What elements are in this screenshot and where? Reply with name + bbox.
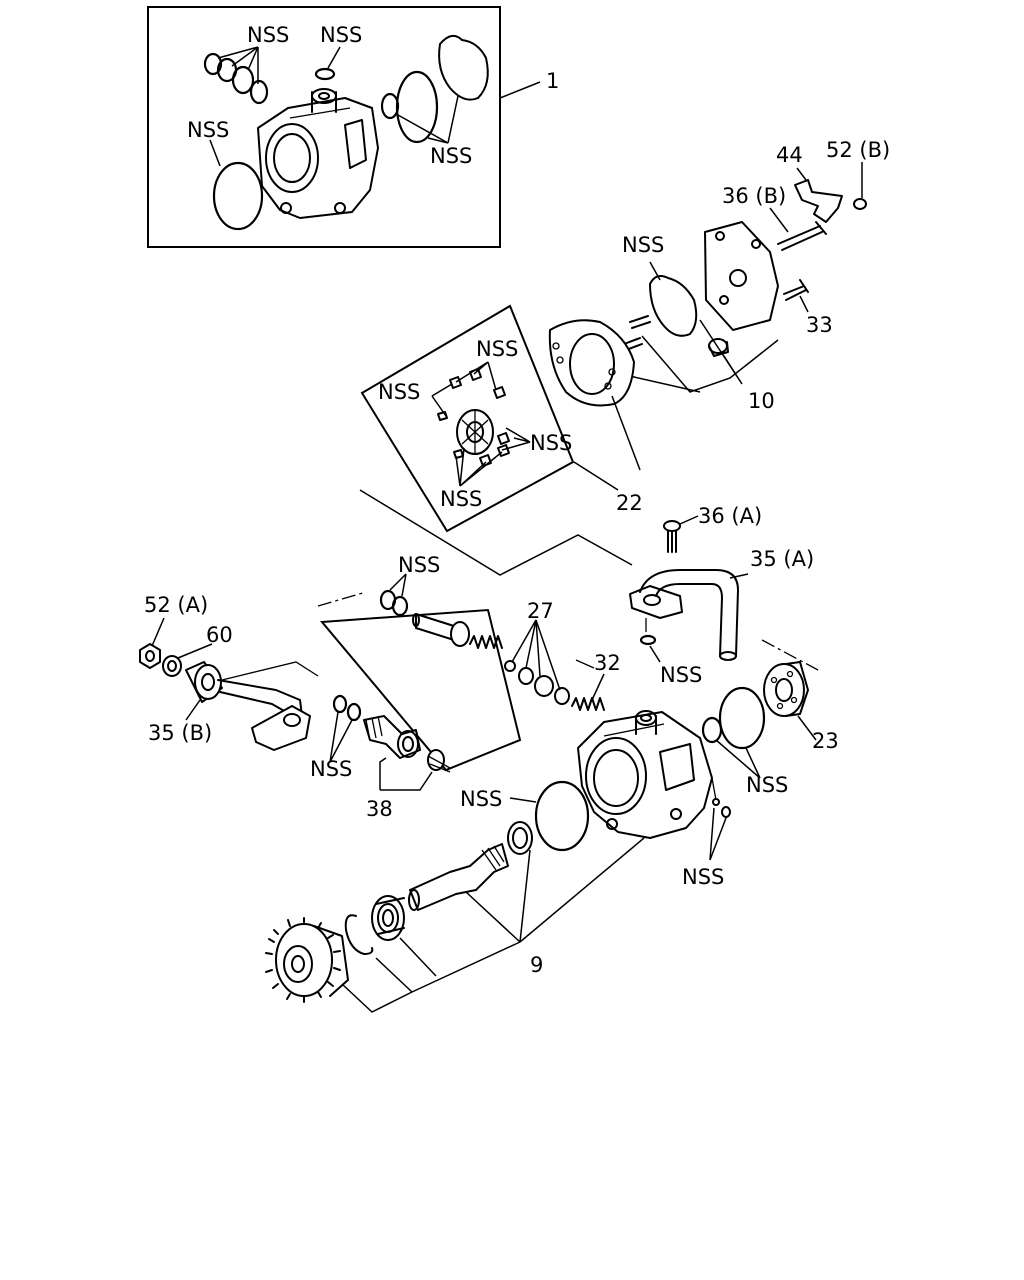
callout-22: 22 — [616, 491, 643, 515]
callout-nss: NSS — [746, 773, 788, 797]
callout-nss: NSS — [247, 23, 289, 47]
o-ring — [346, 702, 362, 722]
seal-ring — [212, 161, 264, 231]
o-ring — [701, 716, 723, 744]
callout-nss: NSS — [530, 431, 572, 455]
callout-33: 33 — [806, 313, 833, 337]
callout-52b: 52 (B) — [826, 138, 890, 162]
o-ring — [231, 65, 255, 95]
callout-10: 10 — [748, 389, 775, 413]
cover-gasket — [649, 275, 698, 337]
callout-35b: 35 (B) — [148, 721, 212, 745]
callout-36a: 36 (A) — [698, 504, 762, 528]
flange-23 — [763, 663, 805, 717]
rotor — [437, 368, 510, 467]
fitting-38 — [363, 715, 451, 773]
pump-assembly-box — [147, 6, 541, 248]
callout-nss: NSS — [430, 144, 472, 168]
banjo-35b — [194, 664, 222, 700]
nut-52b — [853, 198, 867, 210]
main-pump-body — [577, 710, 731, 861]
callout-nss: NSS — [378, 380, 420, 404]
callout-nss: NSS — [310, 757, 352, 781]
drive-gear — [265, 917, 349, 1003]
snap-ring — [344, 914, 374, 955]
callout-60: 60 — [206, 623, 233, 647]
rear-flange-group — [701, 639, 819, 779]
callout-32: 32 — [594, 651, 621, 675]
callout-23: 23 — [812, 729, 839, 753]
inlet-fitting-group — [139, 617, 362, 763]
connector-line — [575, 659, 595, 669]
pump-cover-group — [611, 162, 867, 393]
shaft — [409, 843, 509, 911]
callout-nss: NSS — [476, 337, 518, 361]
o-ring — [314, 67, 336, 81]
callout-36b: 36 (B) — [722, 184, 786, 208]
assembly-frame — [147, 6, 501, 248]
callout-38: 38 — [366, 797, 393, 821]
callout-44: 44 — [776, 143, 803, 167]
callout-35a: 35 (A) — [750, 547, 814, 571]
o-ring — [380, 92, 400, 120]
callout-nss: NSS — [622, 233, 664, 257]
callout-nss: NSS — [660, 663, 702, 687]
callout-nss: NSS — [320, 23, 362, 47]
pump-body-drawing — [257, 88, 379, 219]
tube-flange — [629, 585, 683, 619]
callout-27: 27 — [527, 599, 554, 623]
bracket-44 — [794, 179, 843, 223]
o-ring — [391, 595, 409, 617]
nut-52a — [139, 643, 161, 669]
o-ring — [249, 79, 269, 105]
rotor-frame — [360, 304, 575, 533]
callout-nss: NSS — [460, 787, 502, 811]
o-ring — [639, 634, 657, 646]
callout-labels: 1 NSS NSS NSS NSS 44 52 (B) 36 (B) NSS 3… — [144, 23, 890, 977]
outlet-tube-group — [629, 515, 749, 663]
gasket — [438, 34, 489, 101]
flow-control-valve-group — [317, 573, 605, 791]
callout-nss: NSS — [440, 487, 482, 511]
callout-1: 1 — [546, 69, 559, 93]
body-seal-ring — [534, 780, 590, 852]
callout-nss: NSS — [187, 118, 229, 142]
valve-frame — [319, 608, 522, 772]
washer-60 — [162, 655, 182, 677]
callout-52a: 52 (A) — [144, 593, 208, 617]
drive-shaft-group — [265, 780, 645, 1013]
cam-ring-group — [359, 304, 641, 576]
cam-ring — [548, 319, 635, 407]
callout-9: 9 — [530, 953, 543, 977]
o-ring — [203, 52, 223, 76]
o-ring-large — [395, 70, 439, 144]
o-ring-large — [718, 686, 766, 750]
callout-nss: NSS — [682, 865, 724, 889]
oil-seal — [507, 821, 533, 855]
bearing — [371, 895, 405, 941]
callout-nss: NSS — [398, 553, 440, 577]
o-ring — [332, 694, 348, 714]
